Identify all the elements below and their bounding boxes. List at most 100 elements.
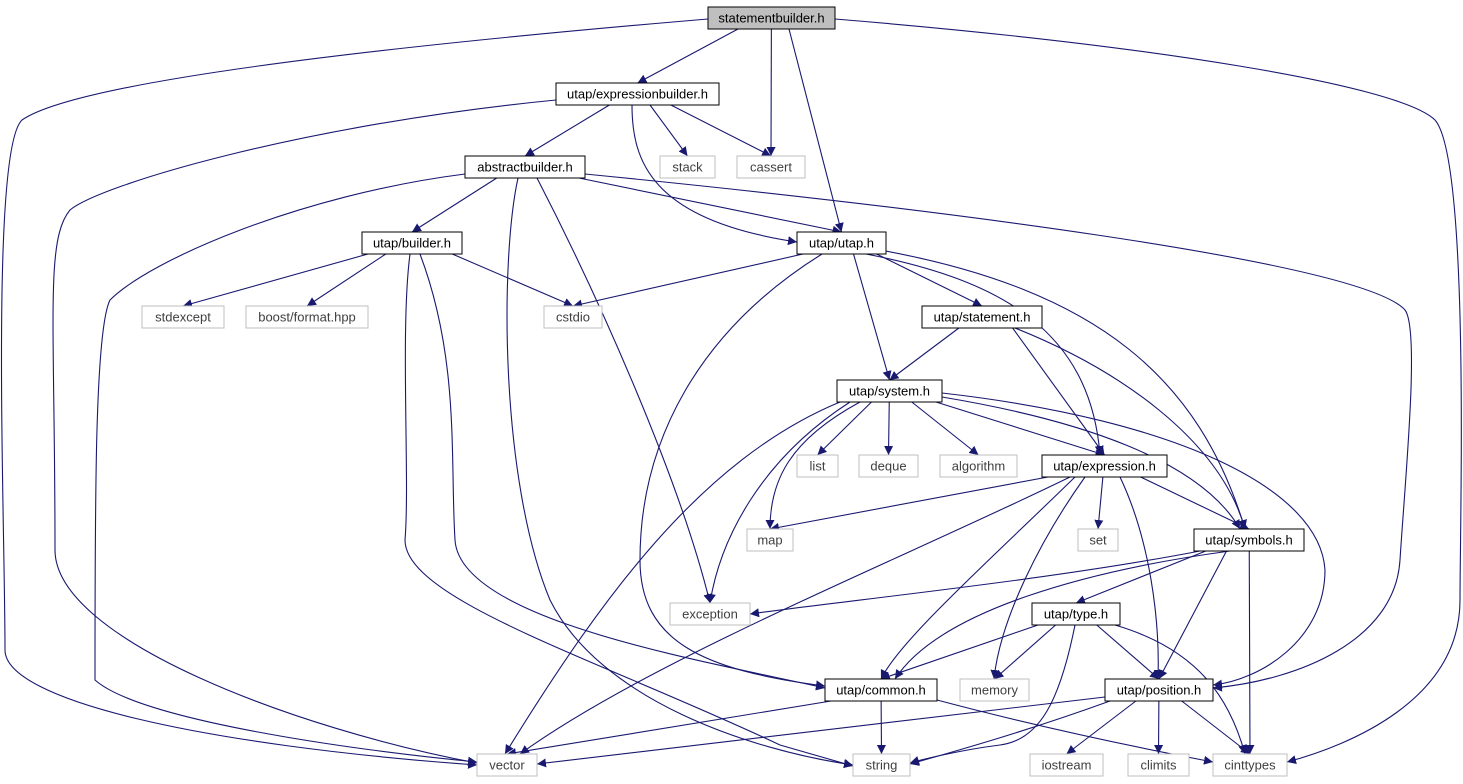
node-label: utap/symbols.h xyxy=(1205,533,1292,548)
edge-statement-to-system xyxy=(889,327,960,381)
node-box xyxy=(707,6,836,30)
node-label: utap/expressionbuilder.h xyxy=(567,87,708,102)
node-label: iostream xyxy=(1042,758,1092,773)
edge-position-to-cinttypes xyxy=(1181,700,1251,755)
node-cstdio: cstdio xyxy=(543,305,603,329)
node-stack: stack xyxy=(659,155,716,179)
node-label: utap/common.h xyxy=(836,683,926,698)
edges-layer xyxy=(0,18,1462,769)
node-box xyxy=(1041,454,1168,478)
node-label: deque xyxy=(870,459,906,474)
node-map: map xyxy=(746,528,794,552)
node-box xyxy=(555,82,720,106)
node-label: utap/utap.h xyxy=(809,236,874,251)
node-box xyxy=(959,678,1030,702)
edge-expression-to-vector xyxy=(519,476,1071,755)
node-abstractbuilder[interactable]: abstractbuilder.h xyxy=(464,155,586,179)
node-common[interactable]: utap/common.h xyxy=(824,678,938,702)
node-exception: exception xyxy=(669,602,751,626)
node-label: abstractbuilder.h xyxy=(477,160,572,175)
node-box xyxy=(1212,753,1288,777)
node-box xyxy=(939,454,1018,478)
edge-statementbuilder-to-vector xyxy=(0,18,709,769)
node-expressionbuilder[interactable]: utap/expressionbuilder.h xyxy=(555,82,720,106)
node-statementbuilder[interactable]: statementbuilder.h xyxy=(707,6,836,30)
node-box xyxy=(746,528,794,552)
node-system[interactable]: utap/system.h xyxy=(836,379,943,403)
node-algorithm: algorithm xyxy=(939,454,1018,478)
node-label: exception xyxy=(682,607,738,622)
node-box xyxy=(1193,528,1305,552)
edge-expression-to-set xyxy=(1094,476,1104,530)
node-label: boost/format.hpp xyxy=(258,310,356,325)
node-type[interactable]: utap/type.h xyxy=(1031,602,1121,626)
node-box xyxy=(659,155,716,179)
node-label: stack xyxy=(672,160,703,175)
edge-utap_utap-to-expression xyxy=(865,253,1104,456)
edge-type-to-position xyxy=(1096,624,1160,680)
node-boost-format: boost/format.hpp xyxy=(245,305,369,329)
node-label: utap/type.h xyxy=(1044,607,1108,622)
edge-system-to-algorithm xyxy=(911,401,979,456)
edge-system-to-map xyxy=(765,401,861,530)
node-string: string xyxy=(852,753,911,777)
edge-position-to-vector xyxy=(536,696,1106,768)
node-climits: climits xyxy=(1127,753,1190,777)
node-box xyxy=(543,305,603,329)
node-builder[interactable]: utap/builder.h xyxy=(361,231,463,255)
edge-expressionbuilder-to-cassert xyxy=(670,104,772,157)
edge-statement-to-expression xyxy=(1012,327,1105,456)
node-label: cassert xyxy=(750,160,792,175)
node-label: string xyxy=(866,758,898,773)
edge-utap_utap-to-cstdio xyxy=(572,253,804,309)
edge-symbols-to-type xyxy=(1075,550,1206,604)
edge-expressionbuilder-to-stack xyxy=(649,104,688,157)
nodes-layer: statementbuilder.h utap/expressionbuilder… xyxy=(141,6,1305,777)
node-label: memory xyxy=(971,683,1018,698)
edge-abstractbuilder-to-string xyxy=(506,177,854,769)
edge-builder-to-stdexcept xyxy=(182,253,369,308)
node-position[interactable]: utap/position.h xyxy=(1104,678,1214,702)
node-label: utap/statement.h xyxy=(934,310,1031,325)
node-label: stdexcept xyxy=(155,310,211,325)
node-label: utap/builder.h xyxy=(373,236,451,251)
node-label: cstdio xyxy=(556,310,590,325)
edge-symbols-to-common xyxy=(894,550,1231,680)
edge-builder-to-cstdio xyxy=(452,253,574,307)
edge-abstractbuilder-to-utap_utap xyxy=(578,177,842,235)
edge-abstractbuilder-to-vector xyxy=(94,173,478,766)
edge-expressionbuilder-to-utap_utap xyxy=(631,104,798,246)
node-box xyxy=(852,753,911,777)
edge-statementbuilder-to-cinttypes xyxy=(834,18,1462,764)
edge-statement-to-symbols xyxy=(1014,327,1247,530)
edge-expression-to-map xyxy=(769,476,1049,532)
edge-expressionbuilder-to-abstractbuilder xyxy=(524,104,610,157)
edge-utap_utap-to-statement xyxy=(876,253,983,307)
node-statement[interactable]: utap/statement.h xyxy=(921,305,1043,329)
node-label: utap/system.h xyxy=(849,384,930,399)
edge-builder-to-string xyxy=(404,253,854,768)
edge-system-to-vector xyxy=(504,401,841,755)
edge-builder-to-common xyxy=(419,253,826,691)
node-box xyxy=(858,454,919,478)
edge-position-to-iostream xyxy=(1066,700,1137,755)
node-label: set xyxy=(1089,533,1107,548)
node-utap-utap[interactable]: utap/utap.h xyxy=(796,231,887,255)
edge-statementbuilder-to-utap_utap xyxy=(788,28,844,233)
node-list: list xyxy=(796,454,839,478)
edge-system-to-position xyxy=(941,392,1326,689)
edge-expression-to-symbols xyxy=(1140,476,1250,530)
node-vector: vector xyxy=(476,753,538,777)
edge-type-to-memory xyxy=(994,624,1056,680)
node-box xyxy=(1127,753,1190,777)
node-stdexcept: stdexcept xyxy=(141,305,225,329)
node-box xyxy=(796,454,839,478)
node-expression[interactable]: utap/expression.h xyxy=(1041,454,1168,478)
node-box xyxy=(476,753,538,777)
node-box xyxy=(1029,753,1104,777)
edge-system-to-deque xyxy=(884,401,894,456)
edge-expression-to-position xyxy=(1119,476,1163,680)
edge-expressionbuilder-to-vector xyxy=(52,99,557,766)
node-symbols[interactable]: utap/symbols.h xyxy=(1193,528,1305,552)
node-memory: memory xyxy=(959,678,1030,702)
